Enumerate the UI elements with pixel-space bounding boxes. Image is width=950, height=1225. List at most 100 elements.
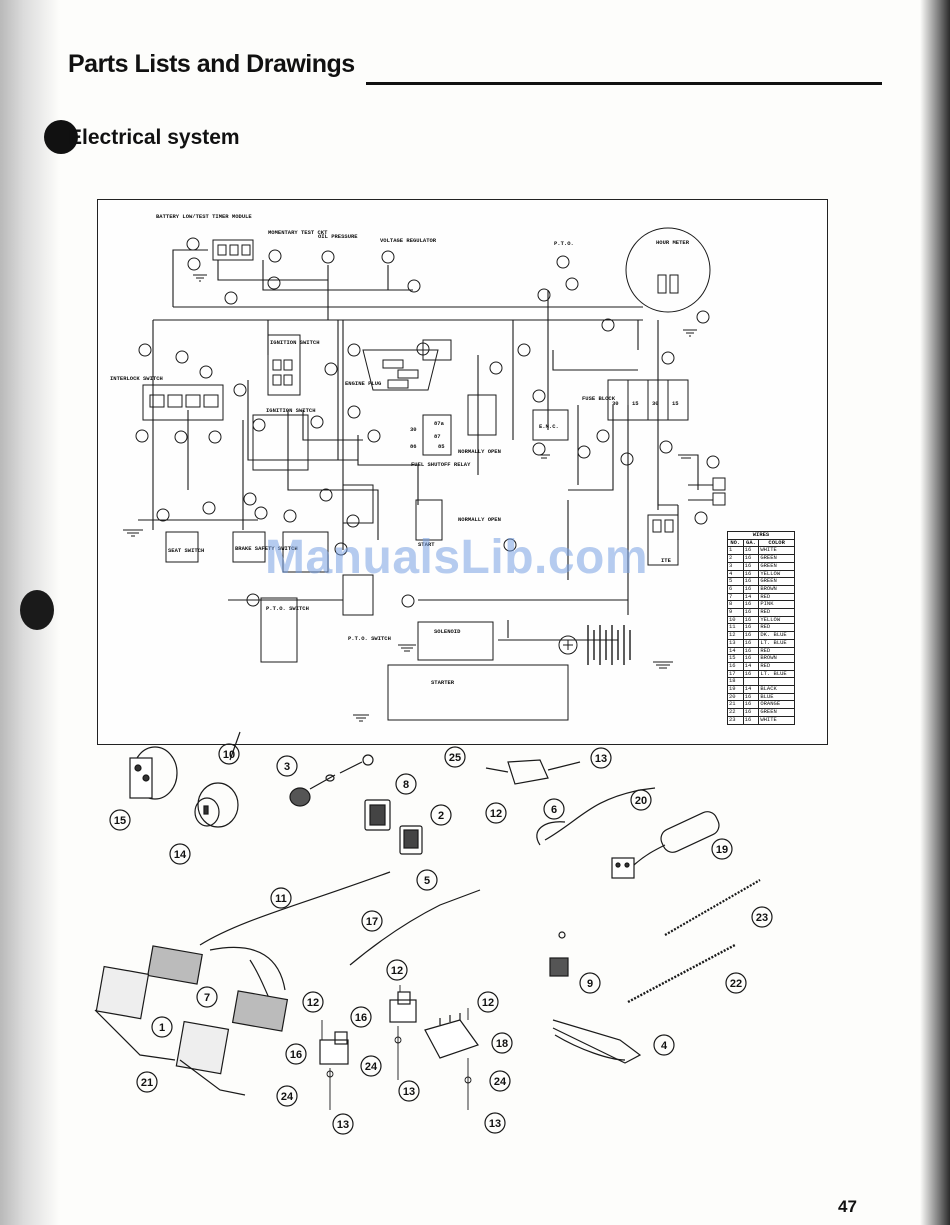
svg-text:16: 16 xyxy=(355,1012,367,1024)
svg-text:15: 15 xyxy=(114,815,126,827)
ignition-switch-2-block xyxy=(252,414,309,471)
page-edge-shadow xyxy=(920,0,950,1225)
part-illustrations xyxy=(94,731,761,1110)
clip-21-icon xyxy=(94,1009,246,1096)
svg-text:10: 10 xyxy=(223,749,235,761)
callout-12a: 12 xyxy=(485,802,507,824)
sensor-9-icon xyxy=(549,931,569,977)
svg-text:23: 23 xyxy=(756,912,768,924)
svg-text:IGNITION SWITCH: IGNITION SWITCH xyxy=(270,339,320,346)
svg-text:HOUR METER: HOUR METER xyxy=(656,239,690,246)
wire-color: WHITE xyxy=(758,715,795,725)
svg-text:P.T.O. SWITCH: P.T.O. SWITCH xyxy=(348,635,391,642)
svg-text:P.T.O. SWITCH: P.T.O. SWITCH xyxy=(266,605,309,612)
brake-switch-block xyxy=(232,531,266,563)
watermark: ManualsLib.com xyxy=(265,531,649,584)
svg-text:14: 14 xyxy=(174,849,187,861)
wire-17-icon xyxy=(349,889,481,966)
svg-text:OIL PRESSURE: OIL PRESSURE xyxy=(318,233,358,240)
callout-24b: 24 xyxy=(489,1070,511,1092)
switch-block-3 xyxy=(282,531,329,573)
pto-lamp-icon xyxy=(556,255,570,269)
title-rule xyxy=(366,82,882,85)
callout-8: 8 xyxy=(395,773,417,795)
svg-text:IGNITION SWITCH: IGNITION SWITCH xyxy=(266,407,316,414)
strap-4-icon xyxy=(552,1019,642,1064)
svg-text:24: 24 xyxy=(494,1076,507,1088)
svg-text:18: 18 xyxy=(496,1038,508,1050)
svg-text:ITE: ITE xyxy=(661,557,672,564)
callout-6: 6 xyxy=(543,798,565,820)
svg-text:NORMALLY OPEN: NORMALLY OPEN xyxy=(458,516,501,523)
start-relay-block xyxy=(415,499,443,541)
callout-3: 3 xyxy=(276,755,298,777)
bracket-1-icon xyxy=(95,965,230,1075)
hole-punch-icon xyxy=(20,590,54,630)
schematic-drawing: BATTERY LOW/TEST TIMER MODULE MOMENTARY … xyxy=(110,213,726,722)
engine-plug-outline xyxy=(362,349,439,391)
connector-25-icon xyxy=(485,759,581,785)
callout-2: 2 xyxy=(430,804,452,826)
svg-text:STARTER: STARTER xyxy=(431,679,455,686)
svg-text:4: 4 xyxy=(661,1040,668,1052)
svg-text:BRAKE SAFETY SWITCH: BRAKE SAFETY SWITCH xyxy=(235,545,298,552)
callout-11: 11 xyxy=(270,887,292,909)
svg-text:87a: 87a xyxy=(434,420,445,427)
oil-lamp-icon xyxy=(321,250,335,264)
hour-meter-dial xyxy=(625,227,711,313)
svg-text:13: 13 xyxy=(489,1118,501,1130)
callout-15: 15 xyxy=(109,809,131,831)
svg-text:ENGINE PLUG: ENGINE PLUG xyxy=(345,380,382,387)
svg-text:19: 19 xyxy=(716,844,728,856)
svg-text:12: 12 xyxy=(391,965,403,977)
callout-12c: 12 xyxy=(302,991,324,1013)
harness-11-icon xyxy=(199,871,391,1001)
callout-16b: 16 xyxy=(285,1043,307,1065)
interlock-switch-block xyxy=(142,384,224,421)
callout-24a: 24 xyxy=(360,1055,382,1077)
callout-4: 4 xyxy=(653,1034,675,1056)
svg-text:FUSE BLOCK: FUSE BLOCK xyxy=(582,395,616,402)
rocker-switch-8-icon xyxy=(364,799,391,831)
relay-16b-icon xyxy=(389,991,417,1023)
callout-21: 21 xyxy=(136,1071,158,1093)
svg-text:13: 13 xyxy=(403,1086,415,1098)
svg-text:SEAT SWITCH: SEAT SWITCH xyxy=(168,547,204,554)
callout-24c: 24 xyxy=(276,1085,298,1107)
svg-text:24: 24 xyxy=(365,1061,378,1073)
callout-23: 23 xyxy=(751,906,773,928)
starter-block xyxy=(387,664,569,721)
relay-16a-icon xyxy=(319,1031,349,1065)
svg-text:25: 25 xyxy=(449,752,461,764)
svg-text:86: 86 xyxy=(410,443,417,450)
callout-13d: 13 xyxy=(484,1112,506,1134)
wire-lines xyxy=(138,249,713,641)
fuse-block-18-icon xyxy=(424,1013,479,1059)
svg-text:17: 17 xyxy=(366,916,378,928)
ground-symbols xyxy=(123,274,697,722)
fuel-relay-block xyxy=(422,414,452,456)
pto-switch-block xyxy=(342,574,374,616)
callout-9: 9 xyxy=(579,972,601,994)
light-7-icon xyxy=(147,945,289,1032)
svg-text:E.M.C.: E.M.C. xyxy=(539,423,559,430)
schematic-components xyxy=(123,227,726,722)
callout-12b: 12 xyxy=(386,959,408,981)
svg-text:BATTERY LOW/TEST TIMER MODULE: BATTERY LOW/TEST TIMER MODULE xyxy=(156,213,252,220)
svg-text:20: 20 xyxy=(635,795,647,807)
callout-10: 10 xyxy=(218,743,240,765)
svg-text:START: START xyxy=(418,541,435,548)
svg-text:12: 12 xyxy=(307,997,319,1009)
gauge-14-icon xyxy=(194,782,239,828)
wire-callout-circles xyxy=(135,237,720,608)
svg-text:1: 1 xyxy=(159,1022,165,1034)
svg-text:9: 9 xyxy=(587,978,593,990)
gauge-15-icon xyxy=(129,746,178,800)
svg-text:21: 21 xyxy=(141,1077,153,1089)
callout-13b: 13 xyxy=(398,1080,420,1102)
